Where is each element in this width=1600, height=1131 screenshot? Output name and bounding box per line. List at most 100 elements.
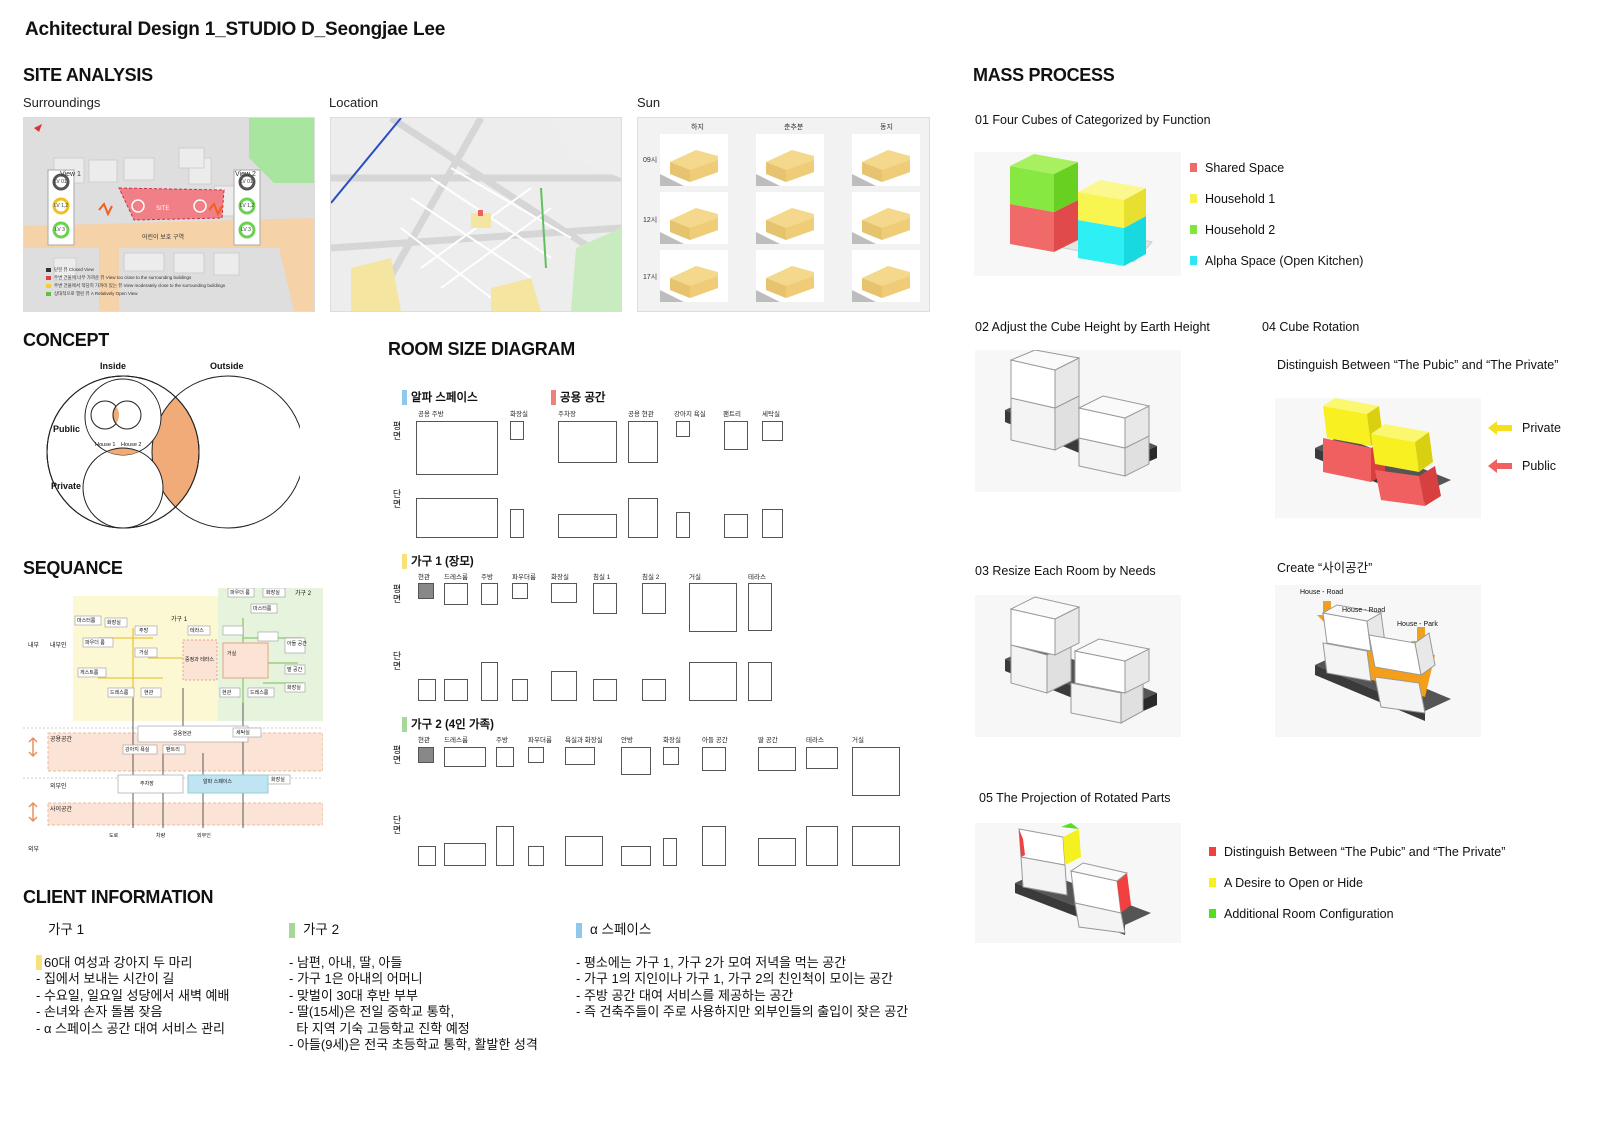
room-section-box [593,679,617,701]
client-line: - 평소에는 가구 1, 가구 2가 모여 저녁을 먹는 공간 [576,954,847,970]
cube-model-04b [1315,601,1451,721]
cube-model-03 [1005,596,1157,724]
room-section-box [628,498,658,538]
site-analysis-heading: SITE ANALYSIS [23,65,153,85]
concept-venn [46,375,300,529]
room-group-shared: 공용 공간 [551,389,606,405]
room-plan-box [852,747,900,796]
sun-row-label: 12시 [643,217,658,224]
sequance-side-label: 공용공간 [50,737,73,743]
surroundings-map-graphic: SITE [24,118,314,311]
mass-step-04-subtitle: Distinguish Between “The Pubic” and “The… [1277,358,1559,372]
sequance-node: 공용현관 [173,731,192,737]
legend-item: 닫힌 뷰 Closed View [54,267,94,272]
location-map-graphic [331,118,621,311]
concept-heading: CONCEPT [23,330,109,350]
sequance-node: 중정과 테라스 [185,657,214,663]
legend-additional-room: Additional Room Configuration [1209,898,1505,929]
client-household2: 가구 2 - 남편, 아내, 딸, 아들 - 가구 1은 아내의 어머니 - 맞… [289,922,559,1054]
surroundings-label: Surroundings [23,95,101,110]
svg-text:SITE: SITE [156,206,169,212]
sequance-side-label: 외부인 [50,784,67,790]
client-line: - 맞벌이 30대 후반 부부 [289,987,418,1003]
room-caption: 침실 2 [642,574,660,581]
lv-label: LV 1,2 [54,203,69,209]
cube-model-02 [1005,349,1157,477]
client-line: - 딸(15세)은 전일 중학교 통학, [289,1004,455,1019]
mass-step-02-image [975,349,1181,492]
room-group-household1: 가구 1 (장모) [402,553,474,569]
room-caption: 팬트리 [723,411,741,418]
sequance-zone-label: 가구 2 [295,591,312,597]
room-caption: 현관 [418,737,430,744]
room-plan-box [558,421,617,463]
space-label: House - Park [1397,621,1438,628]
room-caption: 드레스룸 [444,737,468,744]
sequance-node: 테라스 [190,628,204,634]
legend-swatch [1190,194,1197,203]
sequance-node: 드레스룸 [250,690,269,696]
mass-step-01-title: 01 Four Cubes of Categorized by Function [975,113,1211,127]
sequance-node: 게스트룸 [80,670,99,676]
surroundings-map: SITE View 1 View 2 LV 01 LV 1,2 LV 3 LV … [23,117,315,312]
room-section-box [852,826,900,866]
lv-label: LV 3 [241,227,251,233]
public-arrow-icon [1488,459,1512,473]
sun-study-grid [660,134,920,302]
sequance-node: 세탁실 [236,730,250,736]
client-line: - 손녀와 손자 돌봄 잦음 [36,1004,163,1019]
alpha-color-bar [402,389,407,405]
room-section-box [642,679,666,701]
room-plan-box [663,747,679,765]
alpha-color-bar [576,922,582,938]
client-col-title: 가구 2 [303,922,340,937]
mass-process-heading: MASS PROCESS [973,65,1115,85]
room-caption: 공용 주방 [418,411,444,418]
sequance-node: 화장실 [107,620,121,626]
client-line: - 수요일, 일요일 성당에서 새벽 예배 [36,987,230,1003]
room-caption: 화장실 [551,574,569,581]
private-arrow-icon [1488,421,1512,435]
household1-color-bar [36,954,42,970]
room-plan-box [551,583,577,603]
legend-swatch [1190,225,1197,234]
sequance-node: 거실 [139,650,149,656]
room-plan-box [702,747,726,771]
lv-label: LV 1,2 [240,203,255,209]
sequance-node: 주차장 [140,781,154,787]
room-plan-box [444,747,486,767]
sun-study: 하지 춘추분 동지 09시 12시 17시 [637,117,930,312]
sequance-node: 드레스룸 [110,690,129,696]
client-col-title: 가구 1 [48,922,85,937]
household1-color-bar [402,553,407,569]
sequance-node: 거실 [227,651,237,657]
legend-item: 주변 건물에 너무 가까운 뷰 View too close to the su… [54,275,192,280]
page-title: Achitectural Design 1_STUDIO D_Seongjae … [25,19,446,40]
room-section-box [418,679,436,701]
client-line: - 즉 건축주들이 주로 사용하지만 외부인들의 출입이 잦은 공간 [576,1004,909,1019]
sequance-node: 화장실 [271,777,285,783]
concept-outside-label: Outside [210,361,244,371]
mass-step-03-image [975,595,1181,737]
sequance-side-label: 사이공간 [50,807,73,813]
room-section-box [512,679,528,701]
room-plan-box [416,421,498,475]
sun-col-label: 춘추분 [784,124,804,131]
sun-col-label: 동지 [880,124,893,131]
room-size-heading: ROOM SIZE DIAGRAM [388,339,575,359]
household2-color-bar [289,922,295,938]
room-section-box [806,826,838,866]
room-plan-box [512,583,528,599]
sequance-zone-label: 가구 1 [171,617,188,623]
room-plan-box [528,747,544,763]
mass-step-02-title: 02 Adjust the Cube Height by Earth Heigh… [975,320,1210,334]
sequance-side-label: 내부 [28,643,40,649]
room-plan-box [758,747,796,771]
room-caption: 욕실과 화장실 [565,737,603,744]
sequance-node: 마스터룸 [77,618,96,624]
arrow-private: Private [1488,421,1561,435]
room-section-box [689,662,737,701]
